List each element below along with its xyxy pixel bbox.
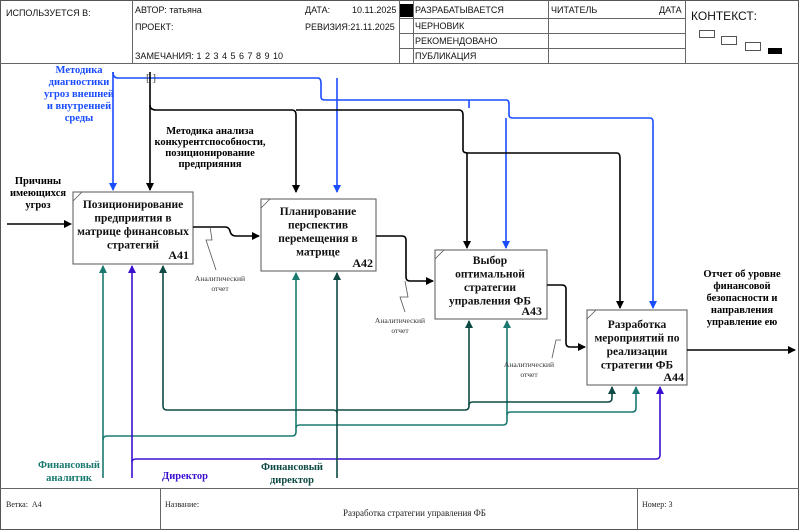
- header-divider: [548, 0, 549, 63]
- control-arrow-blue[interactable]: [109, 71, 657, 309]
- project-label: ПРОЕКТ:: [135, 22, 174, 32]
- mechanism-arrow-fin-director[interactable]: [159, 265, 616, 478]
- activity-box-a44[interactable]: [586, 309, 688, 386]
- header-divider: [132, 0, 133, 63]
- footer-top-border: [0, 488, 799, 489]
- context-box: [745, 42, 761, 51]
- date-value: 10.11.2025: [352, 5, 397, 15]
- activity-box-a41[interactable]: [72, 191, 194, 265]
- notes-label: ЗАМЕЧАНИЯ:: [135, 51, 194, 61]
- flow-arrow-a43-a44[interactable]: [547, 284, 586, 351]
- notes-numbers: 1 2 3 4 5 6 7 8 9 10: [196, 51, 284, 61]
- revision-value: 21.11.2025: [350, 22, 395, 32]
- mechanism-arrow-analyst[interactable]: [99, 265, 640, 478]
- mechanism-label-director: Директор: [162, 471, 208, 482]
- context-label: КОНТЕКСТ:: [691, 9, 757, 23]
- control-arrow-black[interactable]: [146, 72, 624, 309]
- context-box: [699, 30, 715, 38]
- context-box: [721, 36, 737, 45]
- status-publication: ПУБЛИКАЦИЯ: [415, 51, 477, 61]
- box-number-a44: A44: [663, 370, 684, 384]
- used-in-label: ИСПОЛЬЗУЕТСЯ В:: [6, 8, 91, 18]
- flow-arrow-a42-a43[interactable]: [376, 235, 434, 285]
- reader-date-label: ДАТА: [659, 5, 682, 15]
- author-field: АВТОР: татьяна: [135, 5, 202, 15]
- box-number-a43: A43: [521, 304, 542, 318]
- status-indicator: [400, 4, 413, 17]
- header-divider: [685, 0, 686, 63]
- number-label: Номер:: [642, 500, 667, 509]
- box-number-a41: A41: [168, 248, 189, 262]
- footer-divider: [160, 488, 161, 530]
- author-value: татьяна: [169, 5, 202, 15]
- footer-divider: [637, 488, 638, 530]
- header-row-line: [399, 33, 686, 34]
- number-value: 3: [668, 500, 673, 509]
- activity-box-a42[interactable]: [260, 198, 377, 272]
- node-field: Ветка: А4: [6, 500, 42, 509]
- status-draft: ЧЕРНОВИК: [415, 21, 465, 31]
- diagram-title: Разработка стратегии управления ФБ: [343, 508, 486, 518]
- revision-label: РЕВИЗИЯ:: [305, 22, 351, 32]
- context-box-current: [768, 48, 782, 54]
- header-bottom-border: [0, 63, 799, 64]
- box-number-a42: A42: [352, 256, 373, 270]
- header-divider: [413, 0, 414, 63]
- revision-field: РЕВИЗИЯ:21.11.2025: [305, 22, 395, 32]
- date-label: ДАТА:: [305, 5, 331, 15]
- status-developing: РАЗРАБАТЫВАЕТСЯ: [415, 5, 504, 15]
- header-divider: [399, 0, 400, 63]
- reader-label: ЧИТАТЕЛЬ: [551, 5, 598, 15]
- mechanism-arrow-director[interactable]: [128, 265, 664, 478]
- number-field: Номер: 3: [642, 500, 672, 509]
- node-value: А4: [31, 500, 42, 509]
- title-label: Название:: [165, 500, 200, 509]
- status-recommended: РЕКОМЕНДОВАНО: [415, 36, 498, 46]
- node-label: Ветка:: [6, 500, 28, 509]
- activity-box-a43[interactable]: [434, 249, 548, 320]
- flow-arrow-a41-a42[interactable]: [193, 226, 260, 240]
- header-row-line: [399, 18, 686, 19]
- label-callouts: [205, 226, 561, 359]
- author-label: АВТОР:: [135, 5, 167, 15]
- tunnel-marker: [ ]: [146, 72, 156, 84]
- header-row-line: [399, 48, 686, 49]
- notes-field: ЗАМЕЧАНИЯ: 1 2 3 4 5 6 7 8 9 10: [135, 51, 283, 61]
